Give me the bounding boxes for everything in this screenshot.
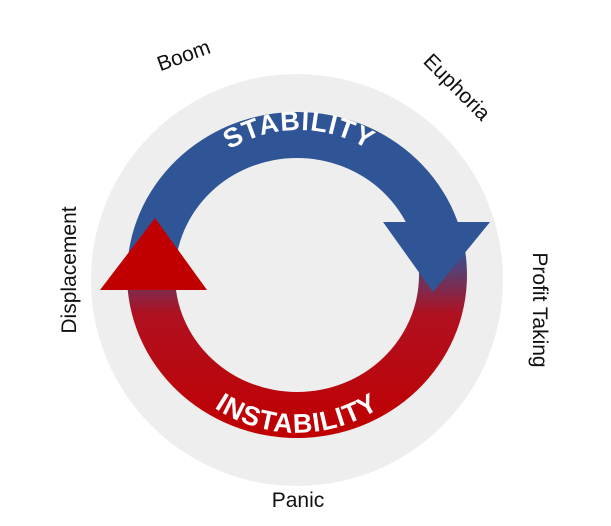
- phase-profit-taking: Profit Taking: [528, 252, 551, 367]
- instability-arrowhead: [100, 218, 207, 290]
- stability-arrowhead: [383, 222, 490, 292]
- phase-euphoria: Euphoria: [419, 50, 495, 126]
- phase-panic: Panic: [272, 489, 325, 512]
- phase-displacement: Displacement: [58, 206, 81, 333]
- phase-boom: Boom: [154, 36, 213, 76]
